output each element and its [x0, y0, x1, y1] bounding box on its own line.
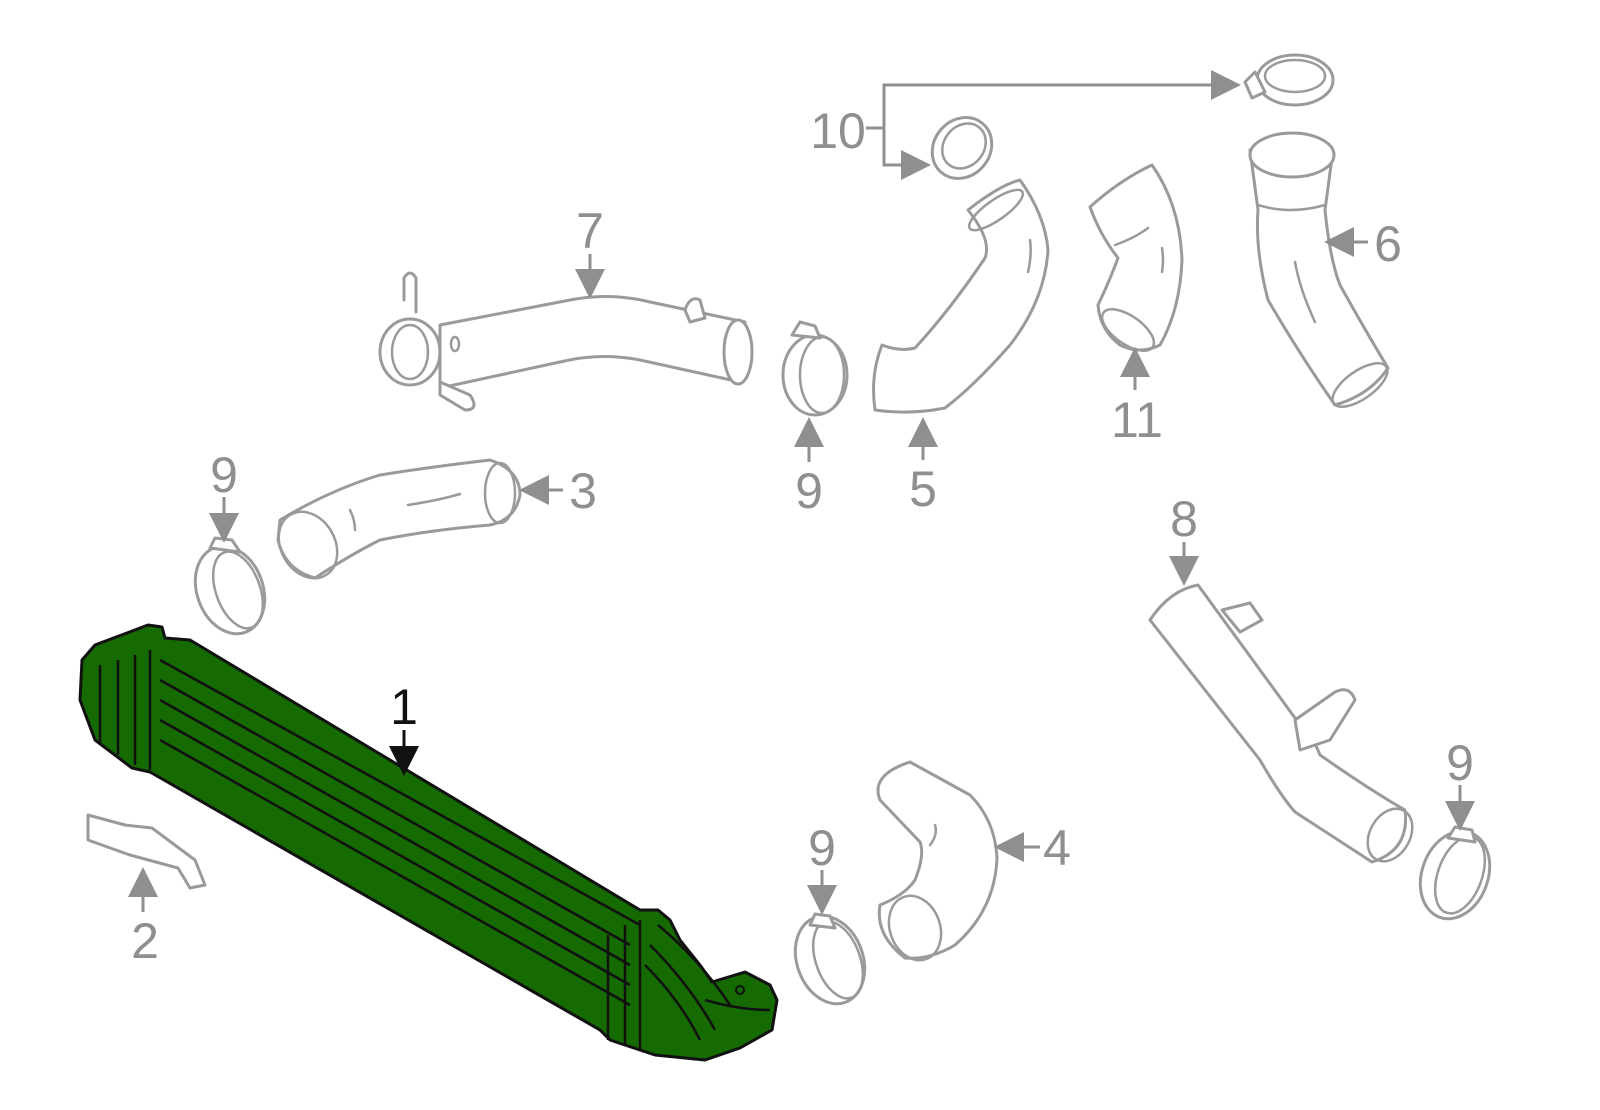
callout-2[interactable]: 2 — [131, 913, 159, 969]
part-3-hose[interactable] — [267, 458, 522, 589]
callout-7[interactable]: 7 — [576, 203, 604, 259]
callout-11[interactable]: 11 — [1111, 392, 1163, 448]
leader-lines — [128, 70, 1475, 915]
part-11-hose[interactable] — [1088, 163, 1184, 359]
callout-4[interactable]: 4 — [1043, 820, 1071, 876]
callout-9[interactable]: 9 — [808, 820, 836, 876]
callout-1[interactable]: 1 — [390, 679, 418, 735]
part-9-clamp[interactable] — [781, 320, 849, 417]
part-6-hose[interactable] — [1248, 131, 1394, 415]
callout-8[interactable]: 8 — [1170, 491, 1198, 547]
callout-10[interactable]: 10 — [810, 103, 866, 159]
callouts: 10 7 6 11 5 9 3 9 8 1 9 4 9 2 — [131, 103, 1474, 969]
callout-6[interactable]: 6 — [1374, 216, 1402, 272]
part-7-charge-pipe[interactable] — [378, 271, 754, 412]
part-9-clamp[interactable] — [1409, 821, 1502, 928]
callout-5[interactable]: 5 — [909, 461, 937, 517]
callout-3[interactable]: 3 — [569, 463, 597, 519]
part-5-hose[interactable] — [872, 178, 1050, 414]
part-4-hose[interactable] — [876, 760, 999, 968]
part-10-clamps[interactable] — [920, 53, 1335, 191]
callout-9[interactable]: 9 — [795, 463, 823, 519]
part-9-clamp[interactable] — [184, 536, 277, 643]
part-1-intercooler[interactable] — [78, 623, 779, 1062]
part-2-bracket[interactable] — [86, 813, 207, 890]
part-8-pipe[interactable] — [1148, 583, 1421, 869]
callout-9[interactable]: 9 — [210, 447, 238, 503]
part-9-clamp[interactable] — [784, 906, 877, 1013]
callout-9[interactable]: 9 — [1446, 735, 1474, 791]
